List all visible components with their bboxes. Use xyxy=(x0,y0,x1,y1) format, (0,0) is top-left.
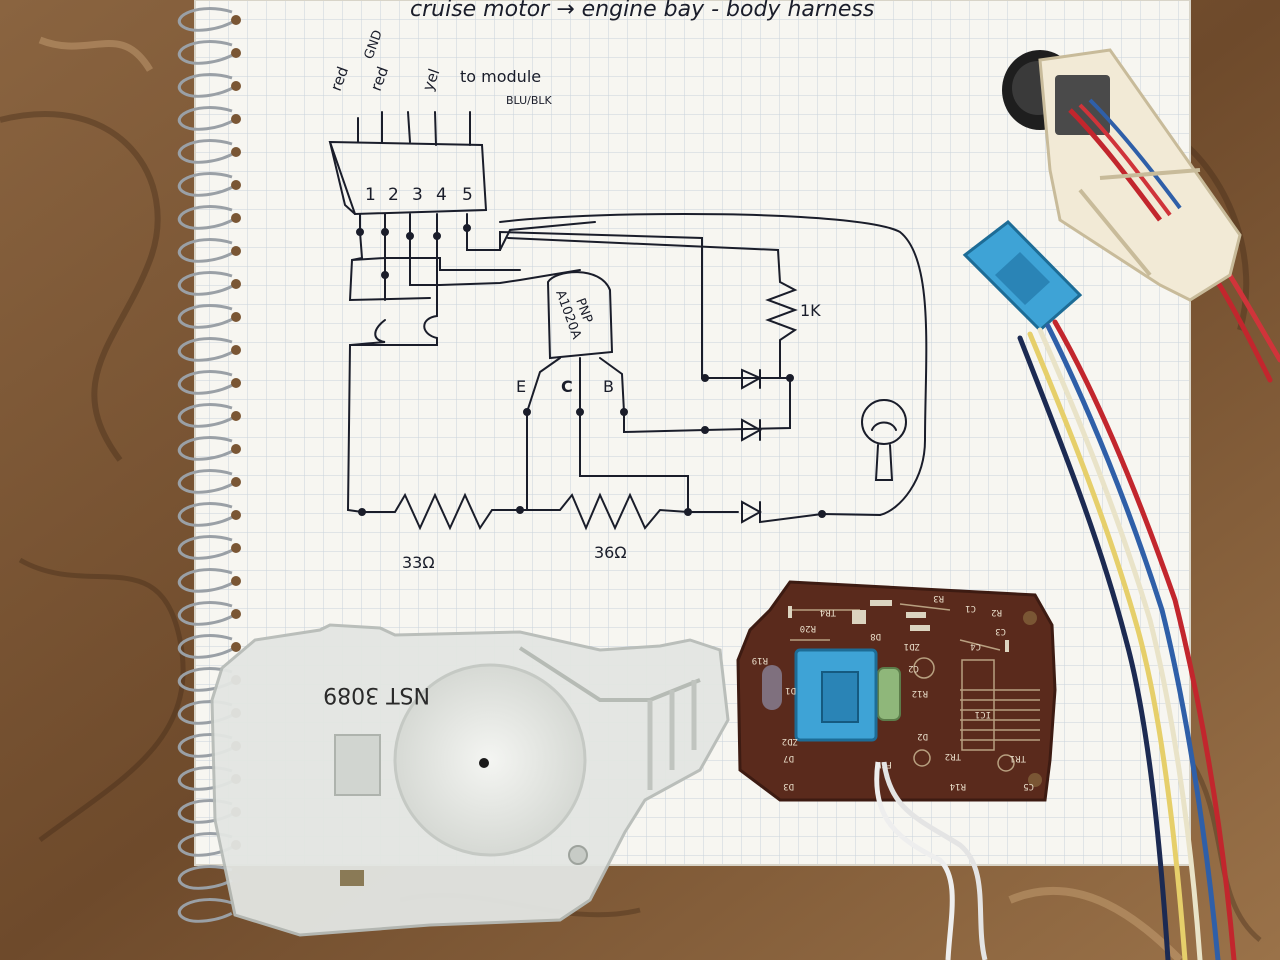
spiral-hole xyxy=(231,510,241,520)
spiral-hole xyxy=(231,81,241,91)
pcb-silkscreen-label: R3 xyxy=(933,593,944,603)
spiral-ring xyxy=(178,436,237,461)
label-to-module: to module xyxy=(460,67,541,86)
spiral-hole xyxy=(231,345,241,355)
pcb-silkscreen-label: C2 xyxy=(908,663,919,673)
pcb-silkscreen-label: D1 xyxy=(785,685,796,695)
transistor-e: E xyxy=(516,377,526,396)
spiral-hole xyxy=(231,543,241,553)
spiral-hole xyxy=(231,444,241,454)
pcb-silkscreen-label: D8 xyxy=(870,631,881,641)
pcb-silkscreen-label: TR1 xyxy=(1010,753,1026,763)
spiral-ring xyxy=(178,238,237,263)
top-note-text: cruise motor → engine bay - body harness xyxy=(410,0,874,22)
spiral-hole xyxy=(231,378,241,388)
spiral-hole xyxy=(231,576,241,586)
pcb-silkscreen-label: D7 xyxy=(783,753,794,763)
spiral-hole xyxy=(231,15,241,25)
pcb-silkscreen-label: D3 xyxy=(783,781,794,791)
pin-4: 4 xyxy=(436,185,447,205)
pin-2: 2 xyxy=(388,185,399,205)
spiral-ring xyxy=(178,73,237,98)
spiral-ring xyxy=(178,535,237,560)
pcb-silkscreen-label: R19 xyxy=(752,655,768,665)
pcb-silkscreen-label: TR4 xyxy=(820,607,836,617)
pcb-silkscreen-label: C4 xyxy=(970,641,981,651)
spiral-ring xyxy=(178,40,237,65)
pin-5: 5 xyxy=(462,185,473,205)
handwritten-labels: cruise motor → engine bay - body harness… xyxy=(327,0,874,572)
switch-assembly xyxy=(1002,48,1242,302)
spiral-ring xyxy=(178,139,237,164)
spiral-hole xyxy=(231,180,241,190)
spiral-ring xyxy=(178,370,237,395)
spiral-ring xyxy=(178,502,237,527)
wood-grain xyxy=(0,36,1262,960)
spiral-hole xyxy=(231,477,241,487)
pcb-silkscreen-label: R20 xyxy=(800,623,816,633)
pcb-silkscreen-label: C5 xyxy=(1023,781,1034,791)
resistor-1k-label: 1K xyxy=(800,301,821,320)
spiral-ring xyxy=(178,337,237,362)
spiral-ring xyxy=(178,304,237,329)
spiral-hole xyxy=(231,246,241,256)
spiral-hole xyxy=(231,279,241,289)
pcb-silkscreen-label: R2 xyxy=(991,607,1002,617)
spiral-hole xyxy=(231,312,241,322)
spiral-ring xyxy=(178,7,237,32)
spiral-hole xyxy=(231,609,241,619)
spiral-hole xyxy=(231,642,241,652)
pcb-silkscreen-label: IC1 xyxy=(975,709,991,719)
plastic-housing: NST 3089 xyxy=(210,623,730,937)
pcb-silkscreen-label: D2 xyxy=(917,731,928,741)
pcb-silkscreen-label: TR2 xyxy=(945,751,961,761)
pin-3: 3 xyxy=(412,185,423,205)
spiral-ring xyxy=(178,271,237,296)
spiral-ring xyxy=(178,898,237,923)
transistor-b: B xyxy=(603,377,614,396)
spiral-ring xyxy=(178,865,237,890)
transistor-c: C xyxy=(561,377,573,396)
spiral-hole xyxy=(231,114,241,124)
pcb-silkscreen-label: R12 xyxy=(912,688,928,698)
spiral-ring xyxy=(178,601,237,626)
spiral-ring xyxy=(178,403,237,428)
resistor-36-label: 36Ω xyxy=(594,543,627,562)
pcb-silkscreen-label: R14 xyxy=(950,781,966,791)
spiral-hole xyxy=(231,213,241,223)
spiral-ring xyxy=(178,172,237,197)
pcb-silkscreen-label: C1 xyxy=(965,603,976,613)
wire-bundle xyxy=(1017,257,1280,960)
label-blu-blk: BLU/BLK xyxy=(506,94,553,107)
pin-1: 1 xyxy=(365,185,376,205)
handwritten-schematic xyxy=(328,111,928,531)
spiral-hole xyxy=(231,48,241,58)
pcb-silkscreen-label: ZD1 xyxy=(904,641,920,651)
spiral-ring xyxy=(178,568,237,593)
spiral-ring xyxy=(178,106,237,131)
spiral-hole xyxy=(231,147,241,157)
spiral-hole xyxy=(231,411,241,421)
blue-wire-connector xyxy=(962,220,1083,333)
pcb-silkscreen-label: ZD2 xyxy=(782,736,798,746)
spiral-ring xyxy=(178,634,237,659)
spiral-ring xyxy=(178,205,237,230)
resistor-33-label: 33Ω xyxy=(402,553,435,572)
housing-molded-text: NST 3089 xyxy=(323,682,430,707)
pcb-silkscreen-label: C3 xyxy=(995,626,1006,636)
spiral-ring xyxy=(178,832,237,857)
spiral-ring xyxy=(178,469,237,494)
